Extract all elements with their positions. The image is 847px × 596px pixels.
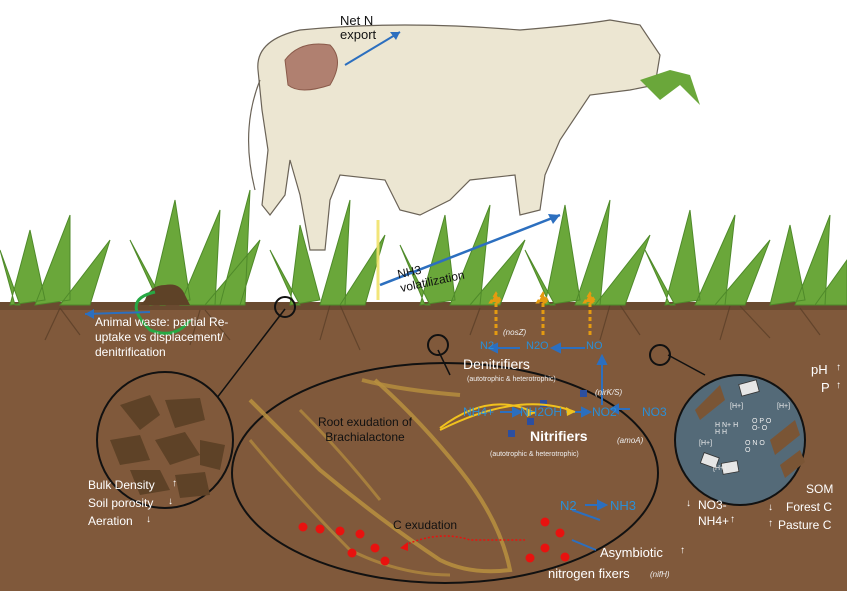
chem-no3: NO3 (642, 405, 667, 419)
pasture-c-label: Pasture C (778, 518, 831, 532)
chem-nh2oh: NH2OH (520, 405, 562, 419)
asymbiotic-up-icon: ↑ (680, 545, 685, 556)
p-label: P (821, 380, 830, 395)
nitrogen-fixers-label: nitrogen fixers (548, 566, 630, 581)
soil-porosity-label: Soil porosity (88, 496, 153, 510)
aeration-updown-icon: ↓ (146, 514, 151, 525)
aeration-label: Aeration (88, 514, 133, 528)
phosphate-structure: O P O O- O (752, 418, 778, 432)
denitrifiers-label: Denitrifiers (463, 356, 530, 372)
bulk-density-updown-icon: ↑ (172, 478, 177, 489)
nitrifiers-label: Nitrifiers (530, 428, 588, 444)
som-label: SOM (806, 482, 833, 496)
no3-updown-icon: ↓ (686, 498, 691, 509)
chem-no2: NO2 (592, 405, 617, 419)
asymbiotic-label: Asymbiotic (600, 545, 663, 560)
ph-updown-icon: ↑ (836, 362, 841, 373)
no3-structure: O N O O (745, 440, 767, 454)
h-plus-4: [H+] (713, 465, 726, 472)
chem-n2-fix: N2 (560, 498, 577, 513)
chem-nh3-fix: NH3 (610, 498, 636, 513)
bulk-density-label: Bulk Density (88, 478, 155, 492)
animal-waste-label: Animal waste: partial Re-uptake vs displ… (95, 315, 255, 360)
nh4-structure: H N+ H H H (715, 422, 745, 436)
h-plus-1: [H+] (730, 403, 743, 410)
chem-n2: N2 (480, 340, 494, 352)
nirks-label: (nirK/S) (595, 388, 622, 397)
nh4-updown-icon: ↑ (730, 514, 735, 525)
forest-c-label: Forest C (786, 500, 832, 514)
h-plus-3: [H+] (699, 440, 712, 447)
nh4-soil-label: NH4+ (698, 514, 729, 528)
net-n-export-label: Net N export (340, 14, 400, 42)
soil-porosity-updown-icon: ↓ (168, 496, 173, 507)
p-updown-icon: ↑ (836, 380, 841, 391)
chem-no: NO (586, 340, 603, 352)
h-plus-2: [H+] (777, 403, 790, 410)
chem-n2o: N2O (526, 340, 549, 352)
amoa-label: (amoA) (617, 436, 643, 445)
root-exudation-label: Root exudation of Brachialactone (305, 415, 425, 445)
nosz-label: (nosZ) (503, 328, 526, 337)
nitrifiers-sub-label: (autotrophic & heterotrophic) (490, 451, 579, 458)
no3-soil-label: NO3- (698, 498, 727, 512)
denitrifiers-sub-label: (autotrophic & heterotrophic) (467, 376, 556, 383)
ph-label: pH (811, 362, 828, 377)
forest-c-updown-icon: ↓ (768, 502, 773, 513)
c-exudation-label: C exudation (393, 518, 457, 532)
pasture-c-updown-icon: ↑ (768, 518, 773, 529)
nifh-label: (nifH) (650, 570, 670, 579)
chem-nh4: NH4+ (463, 405, 494, 419)
